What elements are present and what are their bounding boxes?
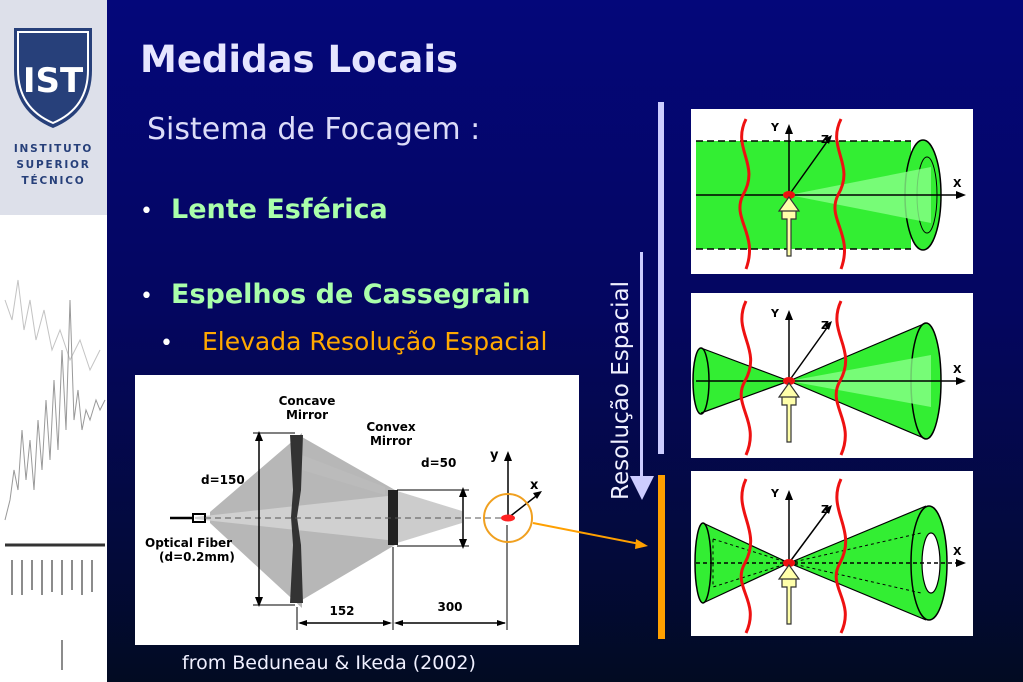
bullet-lente-esferica: Lente Esférica xyxy=(171,194,388,225)
svg-text:Mirror: Mirror xyxy=(370,434,412,448)
svg-text:y: y xyxy=(490,448,499,463)
svg-text:Y: Y xyxy=(770,487,780,500)
svg-text:Optical Fiber: Optical Fiber xyxy=(145,536,232,550)
svg-text:d=150: d=150 xyxy=(201,473,245,487)
panel-cassegrain-hollow: Y Z X xyxy=(691,471,973,636)
cassegrain-diagram: Concave Mirror Convex Mirror d=150 d=50 … xyxy=(135,375,579,645)
panel-lens-cylinder: Y Z X xyxy=(691,109,973,274)
svg-text:Y: Y xyxy=(770,121,780,134)
bullet-espelhos-cassegrain: Espelhos de Cassegrain xyxy=(171,279,531,310)
resolution-bar-top xyxy=(658,102,664,454)
slide-subtitle: Sistema de Focagem : xyxy=(147,112,481,147)
resolution-bar-bottom xyxy=(658,475,665,639)
bullet-marker: • xyxy=(140,284,153,309)
resolution-arrow-shaft xyxy=(640,252,643,482)
svg-text:Z: Z xyxy=(821,319,829,332)
logo-text-line3: TÉCNICO xyxy=(21,175,86,187)
svg-text:(d=0.2mm): (d=0.2mm) xyxy=(159,550,235,564)
sub-bullet-resolucao: Elevada Resolução Espacial xyxy=(202,327,548,356)
spectrum-decoration xyxy=(4,279,106,670)
logo-text-line1: INSTITUTO xyxy=(13,143,94,155)
svg-text:Y: Y xyxy=(770,307,780,320)
sub-bullet-marker: • xyxy=(160,331,173,356)
svg-text:X: X xyxy=(953,545,962,558)
bullet-marker: • xyxy=(140,199,153,224)
left-strip: IST INSTITUTO SUPERIOR TÉCNICO xyxy=(0,0,107,682)
svg-text:x: x xyxy=(530,478,539,493)
shield-icon: IST xyxy=(14,28,92,128)
logo-text-line2: SUPERIOR xyxy=(16,159,91,171)
svg-text:d=50: d=50 xyxy=(421,456,456,470)
svg-text:IST: IST xyxy=(23,61,84,101)
svg-text:Concave: Concave xyxy=(279,394,336,408)
svg-text:300: 300 xyxy=(437,600,462,614)
svg-text:Convex: Convex xyxy=(366,420,416,434)
panel-lens-cone: Y Z X xyxy=(691,293,973,458)
ist-logo: IST INSTITUTO SUPERIOR TÉCNICO xyxy=(0,0,107,215)
svg-text:152: 152 xyxy=(329,604,354,618)
figure-caption: from Beduneau & Ikeda (2002) xyxy=(182,652,476,674)
slide-title: Medidas Locais xyxy=(140,38,459,81)
down-arrow-icon xyxy=(630,476,654,500)
vertical-label-resolucao: Resolução Espacial xyxy=(608,281,634,500)
svg-text:X: X xyxy=(953,177,962,190)
svg-text:Z: Z xyxy=(821,133,829,146)
svg-text:Z: Z xyxy=(821,503,829,516)
svg-text:X: X xyxy=(953,363,962,376)
svg-text:Mirror: Mirror xyxy=(286,408,328,422)
